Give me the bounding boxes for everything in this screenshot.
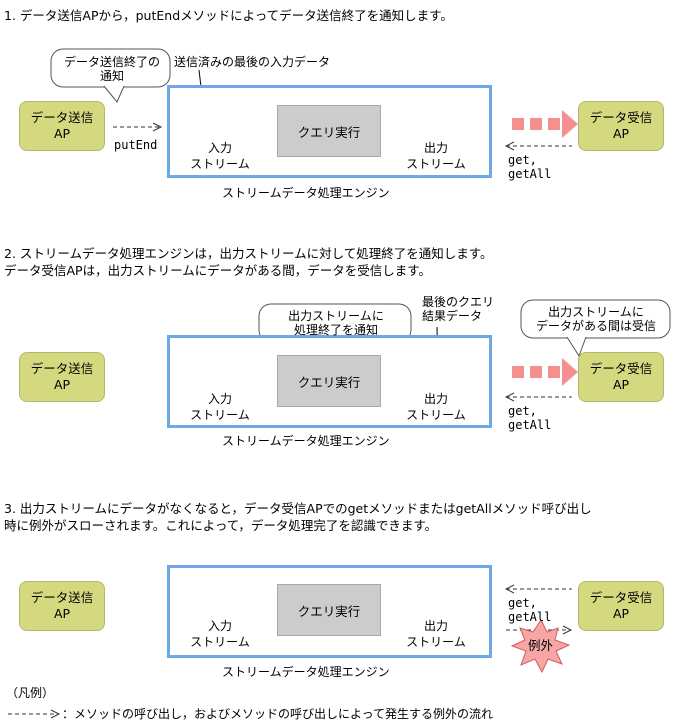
step3-line1: 3. 出力ストリームにデータがなくなると，データ受信APでのgetメソッドまたは… <box>4 501 592 516</box>
step2-engine-callout: 出力ストリームに処理終了を通知 <box>288 309 384 337</box>
step2-line1: 2. ストリームデータ処理エンジンは，出力ストリームに対して処理終了を通知します… <box>4 246 493 261</box>
step3-engine-label: ストリームデータ処理エンジン <box>222 665 390 679</box>
step1-text: 1. データ送信APから，putEndメソッドによってデータ送信終了を通知します… <box>4 8 453 23</box>
step1-output-stream-label: 出力ストリーム <box>406 141 466 171</box>
step1-get-label: get,getAll <box>508 153 552 181</box>
step2-engine-label: ストリームデータ処理エンジン <box>222 434 390 448</box>
legend-title: （凡例） <box>6 686 55 700</box>
step2-line2: データ受信APは，出力ストリームにデータがある間，データを受信します。 <box>4 263 431 278</box>
step1-query-box: クエリ実行 <box>277 105 381 157</box>
legend-arrow-text: ：メソッドの呼び出し，およびメソッドの呼び出しによって発生する例外の流れ <box>62 707 494 721</box>
step1-callout-shape <box>50 48 171 103</box>
step2-input-stream-label: 入力ストリーム <box>190 392 250 422</box>
step1-callout-text: データ送信終了の通知 <box>63 55 160 83</box>
step2-query-box: クエリ実行 <box>277 355 381 407</box>
step3-line2: 時に例外がスローされます。これによって，データ処理完了を認識できます。 <box>4 518 438 533</box>
step2-get-label: get,getAll <box>508 404 552 432</box>
step2-annotation: 最後のクエリ結果データ <box>422 295 495 323</box>
step1-annotation: 送信済みの最後の入力データ <box>174 55 331 69</box>
step1-putend-label: putEnd <box>114 138 158 152</box>
step3-input-stream-label: 入力ストリーム <box>190 619 250 649</box>
step2-output-stream-label: 出力ストリーム <box>406 392 466 422</box>
step3-output-stream-label: 出力ストリーム <box>406 619 466 649</box>
step1-engine-label: ストリームデータ処理エンジン <box>222 186 390 200</box>
step3-get-label: get,getAll <box>508 596 552 624</box>
step3-query-box: クエリ実行 <box>277 584 381 636</box>
step2-receiver-callout: 出力ストリームにデータがある間は受信 <box>535 305 656 333</box>
step1-input-stream-label: 入力ストリーム <box>190 141 250 171</box>
exception-burst-shape <box>510 619 571 674</box>
exception-label: 例外 <box>528 638 554 653</box>
